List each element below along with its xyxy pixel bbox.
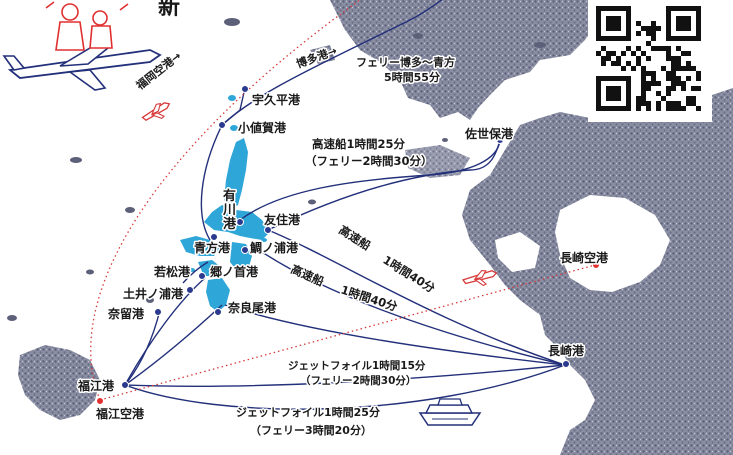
route-fukue-nagasaki-jf2: [124, 364, 566, 410]
port-dot-tainoura: [241, 246, 249, 254]
port-dot-ukuhira: [241, 85, 249, 93]
route-label-ferry-hakata-2: 5時間55分: [384, 70, 440, 84]
port-dot-ojika: [218, 121, 226, 129]
route-fukue-naraoo: [124, 304, 223, 386]
route-fukue-gonokubi: [124, 277, 206, 386]
port-dot-doinoura: [186, 286, 194, 294]
ship-icon: [418, 398, 482, 426]
qr-code-icon: [588, 0, 712, 122]
route-label-sasebo-2: （フェリー2時間30分）: [305, 154, 433, 168]
port-label-arikawa-2: 川: [222, 203, 236, 218]
port-dot-naru: [154, 308, 162, 316]
header-partial-text: 新: [158, 0, 180, 20]
port-label-tomozumi: 友住港: [263, 212, 301, 227]
port-dot-arikawa: [236, 218, 244, 226]
port-label-ukuhira: 宇久平港: [252, 92, 301, 107]
port-dot-gonokubi: [236, 266, 244, 274]
air-route-nagasaki: [99, 264, 596, 401]
port-markers: [121, 85, 570, 389]
route-ukuhira-link: [221, 87, 246, 126]
airplane-icon: [141, 102, 171, 122]
air-routes: [90, 0, 596, 401]
port-label-naru: 奈留港: [107, 306, 145, 321]
route-label-jetfoil-2a: ジェットフォイル1時間25分: [236, 405, 380, 419]
route-label-sasebo-1: 高速船1時間25分: [312, 137, 406, 151]
port-label-ojika: 小値賀港: [238, 120, 287, 135]
port-label-naraoo: 奈良尾港: [227, 300, 277, 315]
port-label-aokata: 青方港: [194, 240, 231, 255]
route-hakata: [200, 0, 443, 241]
airport-dot-fukue: [96, 397, 104, 405]
route-naraoo-nagasaki: [224, 304, 566, 366]
port-label-sasebo: 佐世保港: [464, 126, 514, 141]
port-dot-tomozumi: [264, 226, 272, 234]
port-label-arikawa-3: 港: [223, 216, 237, 232]
port-dot-sasebo: [496, 136, 504, 144]
port-label-arikawa-1: 有: [223, 188, 236, 204]
port-label-fukue: 福江港: [77, 378, 115, 393]
port-label-wakamatsu: 若松港: [153, 264, 191, 279]
route-sasebo-arikawa: [239, 139, 501, 221]
small-islands: [7, 18, 546, 321]
route-label-jetfoil-1a: ジェットフォイル1時間15分: [288, 359, 426, 372]
route-label-tainoura-hs-2: 1時間40分: [339, 283, 399, 315]
route-label-jetfoil-2b: （フェリー3時間20分）: [250, 423, 372, 437]
route-label-tomozumi-hs-1: 高速船: [336, 223, 373, 253]
port-label-nagasaki-airport: 長崎空港: [560, 250, 609, 265]
route-label-ferry-hakata-1: フェリー博多～青方: [356, 55, 455, 69]
port-dot-wakamatsu: [198, 272, 206, 280]
route-tainoura-nagasaki: [261, 251, 566, 366]
route-fukue-naru: [124, 309, 161, 386]
kyushu-landmass: [18, 0, 733, 455]
airport-dot-nagasaki: [592, 261, 600, 269]
port-label-doinoura: 土井ノ浦港: [123, 286, 184, 301]
port-dot-fukue: [121, 381, 129, 389]
port-dot-naraoo: [214, 308, 222, 316]
port-dot-nagasaki: [562, 360, 570, 368]
ferry-routes: [124, 0, 566, 410]
port-label-fukue-airport: 福江空港: [95, 406, 145, 421]
route-tomozumi-nagasaki: [267, 229, 566, 366]
port-label-tainoura: 鯛ノ浦港: [250, 240, 299, 255]
port-label-gonokubi: 郷ノ首港: [210, 264, 259, 279]
airport-markers: [96, 261, 600, 405]
airplane-with-passengers-icon: [2, 1, 162, 91]
air-route-fukuoka: [90, 0, 361, 401]
port-dot-aokata: [210, 233, 218, 241]
port-label-nagasaki: 長崎港: [548, 343, 585, 358]
route-label-tainoura-hs-1: 高速船: [289, 262, 327, 289]
route-fukue-nagasaki-jf1: [124, 364, 566, 387]
route-wakamatsu: [182, 261, 209, 284]
route-label-jetfoil-1b: （フェリー2時間30分）: [300, 374, 416, 387]
airplane-icon-nagasaki: [461, 269, 498, 287]
